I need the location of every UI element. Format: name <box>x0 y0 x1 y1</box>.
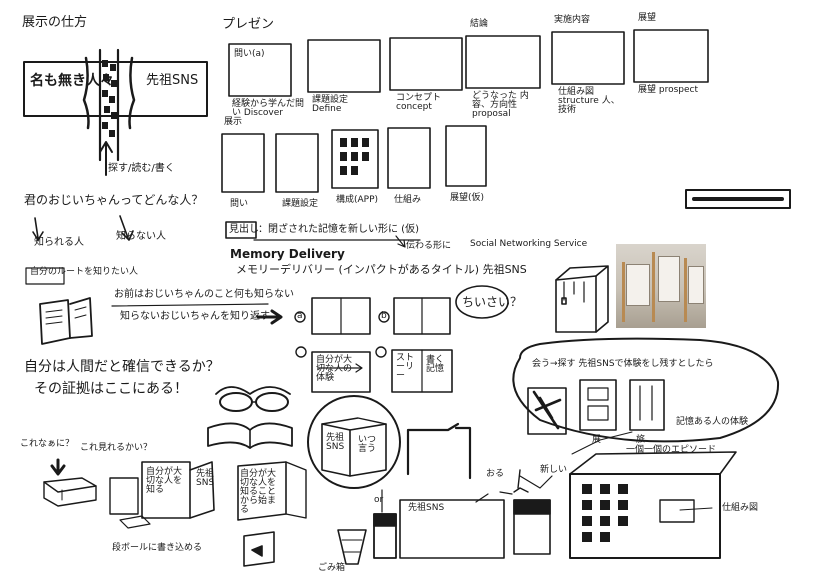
round-booth <box>308 396 400 488</box>
midashi-label: 見出し <box>229 225 259 235</box>
figure-label: おる <box>486 470 504 479</box>
exhibit-photo <box>616 244 706 328</box>
app-icon-grid <box>340 138 369 175</box>
frame1-inner: 問い(a) <box>234 50 265 59</box>
box-text-1: 自分が大切な人を知る <box>146 468 188 495</box>
frame-a-marker <box>296 347 306 357</box>
corner-text: 一個一個のエピソード <box>626 446 716 455</box>
bottom-question-1: 自分は人間だと確信できるか？ <box>24 360 220 374</box>
bubble-label-1: 展 <box>592 436 601 445</box>
row1-caption-6: 展望 prospect <box>638 86 698 95</box>
central-tags: 探す/読む/書く <box>108 164 175 174</box>
exhibit-frames-row2 <box>222 126 486 192</box>
memory-delivery: Memory Delivery <box>230 248 345 260</box>
cardboard-scene <box>44 460 214 528</box>
bottom-question-2: その証拠はここにある！ <box>34 382 188 396</box>
question-text: 君のおじいちゃんってどんな人？ <box>24 194 203 206</box>
trash-label: ごみ箱 <box>318 564 345 573</box>
frame-b-marker <box>376 347 386 357</box>
senzo-sns-box: 先祖SNS <box>408 504 444 513</box>
option-b-label: b <box>381 312 387 321</box>
phone-caption: 自分のルートを知りたい人 <box>30 268 138 277</box>
inner-note-5: 書く記憶 <box>426 356 450 374</box>
inner-note-2: ストーリー <box>396 354 420 381</box>
inner-note-3: 先祖SNS <box>326 434 350 452</box>
sns-full: Social Networking Service <box>470 240 587 249</box>
inner-note-1: 自分が大切な人の体験 <box>316 356 356 383</box>
flow-label-3: 展望 <box>638 14 656 23</box>
card-stack <box>102 60 117 137</box>
kore-nani: これなぁに？ <box>20 440 74 449</box>
answer-right: 知らない人 <box>116 232 166 242</box>
or-label: or <box>374 496 383 505</box>
answer-left: 知られる人 <box>34 238 84 248</box>
bubble-items <box>528 380 664 434</box>
central-right-text: 先祖SNS <box>146 74 198 87</box>
cardboard-caption: 段ボールに書き込める <box>112 544 202 553</box>
booth-sketch <box>556 266 608 332</box>
row2-caption-4: 仕組み <box>394 196 421 205</box>
stand-right <box>456 428 470 478</box>
phone-sketch <box>26 268 92 344</box>
memory-delivery-jp: メモリーデリバリー (インパクトがあるタイトル) 先祖SNS <box>236 264 527 275</box>
grandpa-line: お前はおじいちゃんのこと何も知らない <box>114 290 294 300</box>
glasses-sketch <box>216 387 290 411</box>
box-text-2: 先祖SNS <box>196 470 214 488</box>
exhibit-heading: 展示の仕方 <box>22 16 87 29</box>
option-a-label: a <box>297 312 303 321</box>
stand-left <box>408 424 458 474</box>
row2-caption-2: 課題設定 <box>282 200 318 209</box>
flow-label-2: 実施内容 <box>554 16 590 25</box>
bottom-storyboard <box>338 490 504 564</box>
row1-caption-4: どうなった 内容、方向性 proposal <box>472 92 542 119</box>
chiisai-text: ちいさい？ <box>462 296 522 308</box>
underline <box>112 304 268 306</box>
structure-label: 仕組み図 <box>722 504 758 513</box>
grandpa-line2: 知らないおじいちゃんを知り返す <box>120 312 270 322</box>
row1-caption-3: コンセプト concept <box>396 94 456 112</box>
bubble-label-2: 旅 <box>636 436 645 445</box>
central-diagram <box>24 50 207 175</box>
row2-caption-5: 展望(仮) <box>450 194 484 203</box>
row1-caption-2: 課題設定 Define <box>312 96 372 114</box>
tsutawaru-arrow <box>396 236 405 247</box>
box-text-3: 自分が大切な人を知ることから始まる <box>240 470 284 515</box>
flow-label-1: 結論 <box>470 20 488 29</box>
presentation-title: プレゼン <box>222 18 274 31</box>
midashi-text: ：閉ざされた記憶を新しい形に (仮) <box>258 225 419 235</box>
central-left-text: 名も無き人々 <box>30 74 114 88</box>
tsutawaru-label: 伝わる形に <box>406 242 451 251</box>
kore-nani-2: これ見れるかい？ <box>80 444 152 453</box>
row1-caption-5: 仕組み図 structure 人、技術 <box>558 88 624 115</box>
inner-note-4: いつ言う <box>358 436 382 454</box>
row2-caption-3: 構成(APP) <box>336 196 378 205</box>
row1-caption-1: 経験から学んだ問い Discover <box>232 100 310 118</box>
bubble-text: 会う→探す 先祖SNSで体験をし残すとしたら <box>532 360 714 369</box>
row2-caption-1: 問い <box>230 200 248 209</box>
exhibit-row-title: 展示 <box>224 118 242 127</box>
bubble-label-3: 記憶ある人の体験 <box>676 418 748 427</box>
book-sketch <box>208 423 292 448</box>
new-label: 新しい <box>540 466 567 475</box>
presentation-frames-row1 <box>229 30 708 96</box>
episode-grid <box>582 484 628 542</box>
